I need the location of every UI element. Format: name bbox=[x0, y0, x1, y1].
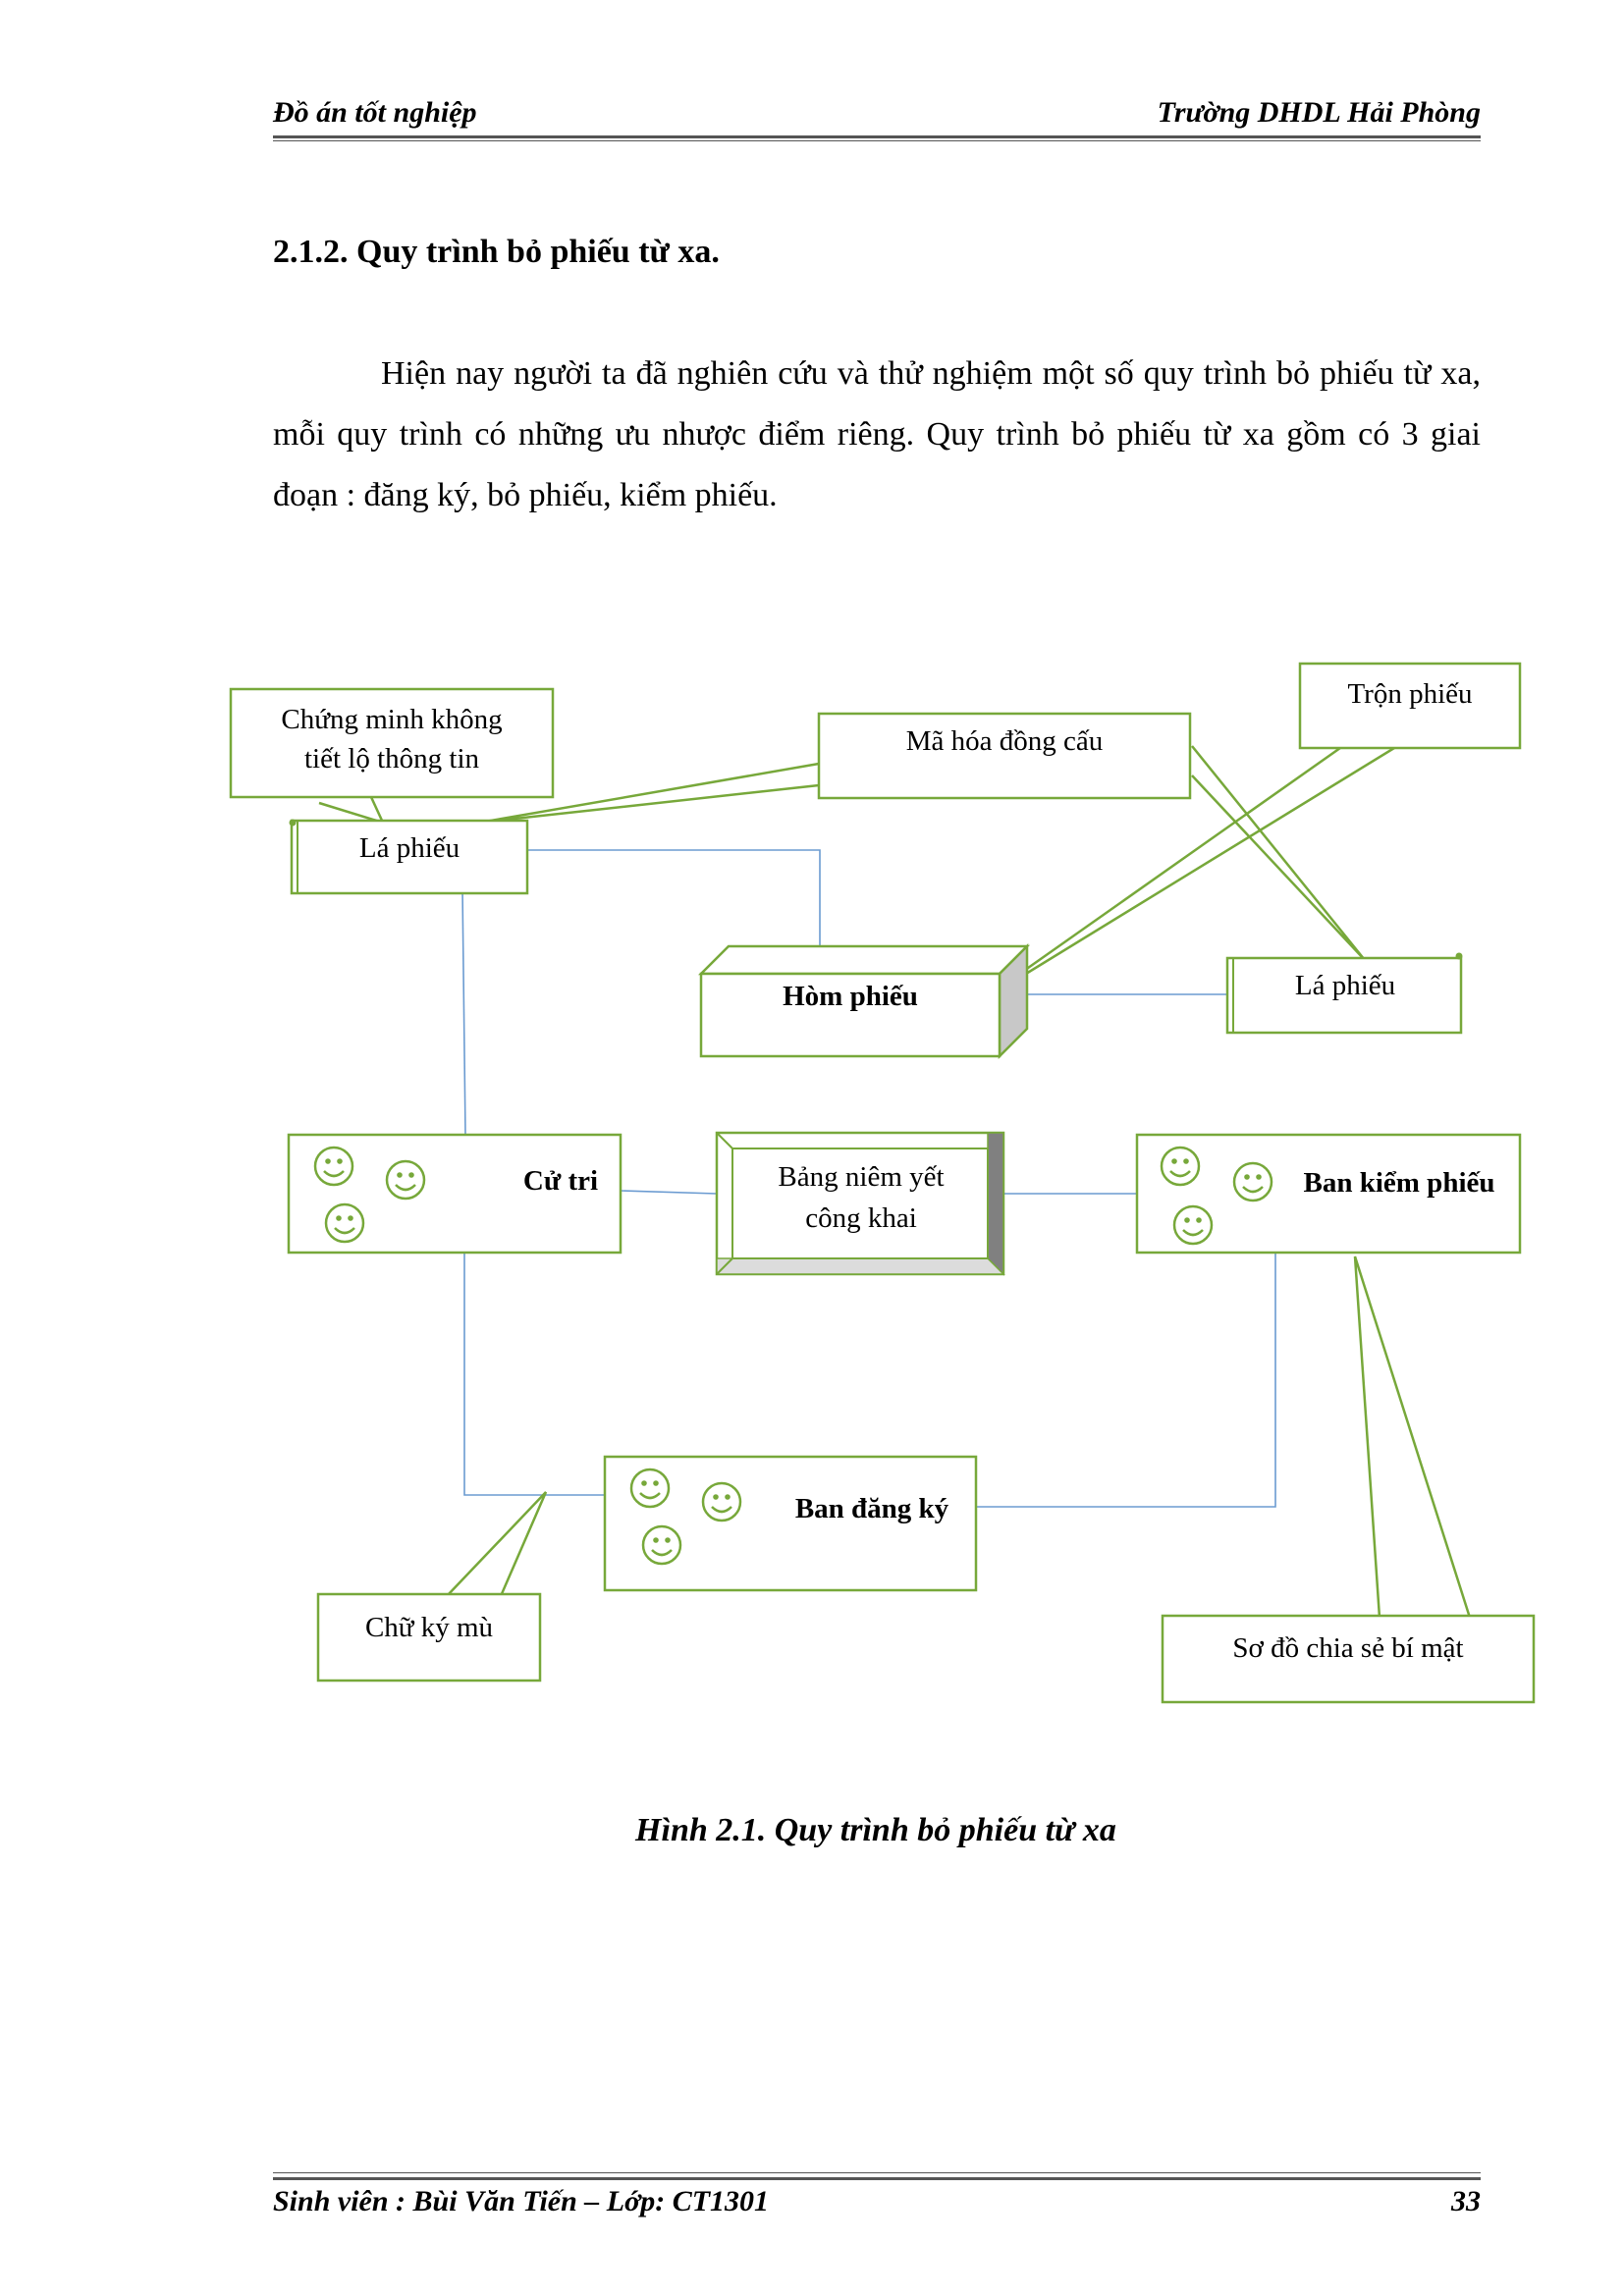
callout-mix-label: Trộn phiếu bbox=[1347, 678, 1472, 710]
smiley-icon bbox=[324, 1202, 365, 1244]
ballot-box-label: Hòm phiếu bbox=[783, 981, 918, 1012]
footer-rule-thin bbox=[273, 2172, 1481, 2173]
connector-registration-to-tally bbox=[976, 1251, 1276, 1508]
header-left: Đồ án tốt nghiệp bbox=[273, 96, 477, 129]
connector-ballot-to-box bbox=[528, 849, 821, 949]
bulletin-board-line1: Bảng niêm yết bbox=[778, 1161, 944, 1193]
body-paragraph: Hiện nay người ta đã nghiên cứu và thử n… bbox=[273, 355, 1481, 513]
smiley-icon bbox=[701, 1481, 742, 1522]
connector-voter-to-registration bbox=[463, 1251, 605, 1496]
smiley-icon bbox=[1232, 1161, 1273, 1202]
smiley-icon bbox=[641, 1524, 682, 1566]
smiley-icon bbox=[1172, 1204, 1214, 1246]
voter-label: Cử tri bbox=[523, 1165, 598, 1197]
smiley-icon bbox=[1160, 1146, 1201, 1187]
voter-box: Cử tri bbox=[287, 1133, 623, 1255]
tail-secret-sharing bbox=[1353, 1255, 1472, 1619]
footer-rule bbox=[273, 2177, 1481, 2180]
ballot-right: Lá phiếu bbox=[1225, 952, 1463, 1035]
smiley-icon bbox=[629, 1468, 671, 1509]
tail-zero-knowledge bbox=[318, 796, 386, 826]
header-rule-thin bbox=[273, 140, 1481, 141]
ballot-right-label: Lá phiếu bbox=[1295, 970, 1395, 1001]
figure-caption: Hình 2.1. Quy trình bỏ phiếu từ xa bbox=[635, 1812, 1116, 1848]
bulletin-board-line2: công khai bbox=[805, 1202, 917, 1234]
connector-lines bbox=[461, 849, 1276, 1508]
callout-zero-knowledge-line2: tiết lộ thông tin bbox=[304, 743, 480, 774]
registration-box: Ban đăng ký bbox=[603, 1455, 978, 1592]
ballot-left-label: Lá phiếu bbox=[359, 832, 460, 864]
header-rule bbox=[273, 135, 1481, 138]
callout-zero-knowledge: Chứng minh không tiết lộ thông tin bbox=[229, 687, 555, 799]
header-right: Trường DHDL Hải Phòng bbox=[1157, 96, 1481, 129]
callout-blind-signature: Chữ ký mù bbox=[316, 1592, 542, 1682]
section-title: 2.1.2. Quy trình bỏ phiếu từ xa. bbox=[273, 234, 720, 270]
registration-label: Ban đăng ký bbox=[795, 1493, 949, 1524]
bulletin-board: Bảng niêm yết công khai bbox=[715, 1131, 1005, 1276]
callout-secret-sharing: Sơ đồ chia sẻ bí mật bbox=[1161, 1614, 1536, 1704]
connector-voter-to-board bbox=[620, 1190, 718, 1195]
callout-zero-knowledge-line1: Chứng minh không bbox=[281, 704, 502, 735]
ballot-box: Hòm phiếu bbox=[697, 942, 1031, 1060]
connector-ballot-to-voter bbox=[461, 888, 466, 1136]
smiley-icon bbox=[385, 1159, 426, 1201]
tail-homomorphic-right bbox=[1191, 745, 1366, 961]
tally-authority-label: Ban kiểm phiếu bbox=[1304, 1167, 1495, 1199]
callout-blind-signature-label: Chữ ký mù bbox=[365, 1612, 493, 1643]
callout-homomorphic-label: Mã hóa đồng cấu bbox=[906, 725, 1104, 757]
callout-homomorphic: Mã hóa đồng cấu bbox=[817, 712, 1192, 800]
callout-secret-sharing-label: Sơ đồ chia sẻ bí mật bbox=[1232, 1632, 1463, 1664]
tail-blind-signature bbox=[446, 1491, 548, 1597]
page-number: 33 bbox=[1451, 2185, 1481, 2217]
ballot-left: Lá phiếu bbox=[289, 819, 529, 895]
smiley-icon bbox=[313, 1146, 354, 1187]
footer-author: Sinh viên : Bùi Văn Tiến – Lớp: CT1301 bbox=[273, 2185, 770, 2217]
callout-mix: Trộn phiếu bbox=[1298, 662, 1522, 750]
tally-authority-box: Ban kiểm phiếu bbox=[1135, 1133, 1522, 1255]
